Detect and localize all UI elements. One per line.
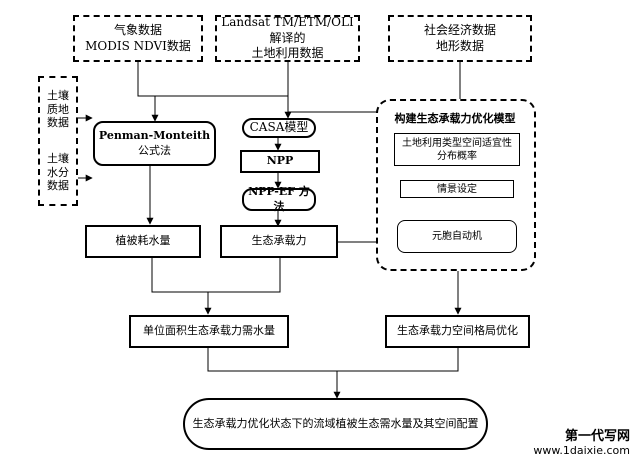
pattern-opt-label: 生态承载力空间格局优化 [397, 324, 518, 338]
connector-unit-down [207, 347, 459, 372]
meteo-modis-data-box: 气象数据 MODIS NDVI数据 [73, 15, 203, 62]
npp-box: NPP [240, 150, 320, 173]
ecological-capacity-box: 生态承载力 [220, 225, 338, 258]
socio-terrain-data-box: 社会经济数据 地形数据 [388, 15, 532, 62]
penman-line2: 公式法 [138, 143, 171, 157]
soil-data-box: 土壤 质地 数据 土壤 水分 数据 [38, 76, 78, 206]
watermark: 第一代写网 www.1daixie.com [533, 425, 630, 457]
casa-model-box: CASA模型 [242, 118, 316, 138]
water-use-label: 植被耗水量 [115, 234, 171, 248]
soil-moisture-label: 土壤 水分 数据 [47, 151, 69, 193]
meteo-line1: 气象数据 [113, 22, 162, 37]
npp-label: NPP [266, 154, 294, 168]
soil-texture-label: 土壤 质地 数据 [47, 88, 69, 130]
model-panel-title: 构建生态承载力优化模型 [394, 112, 516, 125]
meteo-line2: MODIS NDVI数据 [85, 38, 191, 53]
vegetation-water-use-box: 植被耗水量 [85, 225, 201, 258]
watermark-line2: www.1daixie.com [533, 444, 630, 457]
socio-line2: 地形数据 [435, 38, 484, 53]
penman-line1: Penman-Monteith [98, 129, 211, 143]
suitability-line1: 土地利用类型空间适宜性 [402, 137, 512, 149]
unit-area-water-demand-box: 单位面积生态承载力需水量 [129, 315, 289, 348]
unit-water-label: 单位面积生态承载力需水量 [143, 324, 275, 338]
final-result-box: 生态承载力优化状态下的流域植被生态需水量及其空间配置 [183, 398, 488, 450]
scenario-label: 情景设定 [437, 183, 477, 195]
landuse-suitability-box: 土地利用类型空间适宜性 分布概率 [394, 133, 520, 166]
landsat-line1: Landsat TM/ETM/OLI解译的 [221, 15, 354, 45]
suitability-line2: 分布概率 [437, 150, 477, 162]
cellular-automata-box: 元胞自动机 [397, 220, 517, 253]
nppef-label: NPP-EF 方法 [248, 185, 310, 213]
ca-label: 元胞自动机 [432, 231, 482, 242]
connector-water-down [151, 258, 281, 293]
penman-monteith-box: Penman-Monteith 公式法 [93, 121, 216, 166]
landsat-landuse-data-box: Landsat TM/ETM/OLI解译的 土地利用数据 [215, 15, 360, 62]
watermark-line1: 第一代写网 [564, 429, 630, 444]
landsat-line2: 土地利用数据 [251, 46, 324, 61]
scenario-setting-box: 情景设定 [400, 180, 514, 198]
connector-meteo-down [137, 61, 288, 97]
socio-line1: 社会经济数据 [423, 22, 496, 37]
casa-label: CASA模型 [249, 120, 309, 135]
result-label: 生态承载力优化状态下的流域植被生态需水量及其空间配置 [192, 416, 479, 430]
npp-ef-method-box: NPP-EF 方法 [242, 185, 316, 213]
capacity-pattern-optimization-box: 生态承载力空间格局优化 [385, 315, 530, 348]
capacity-label: 生态承载力 [251, 234, 307, 248]
